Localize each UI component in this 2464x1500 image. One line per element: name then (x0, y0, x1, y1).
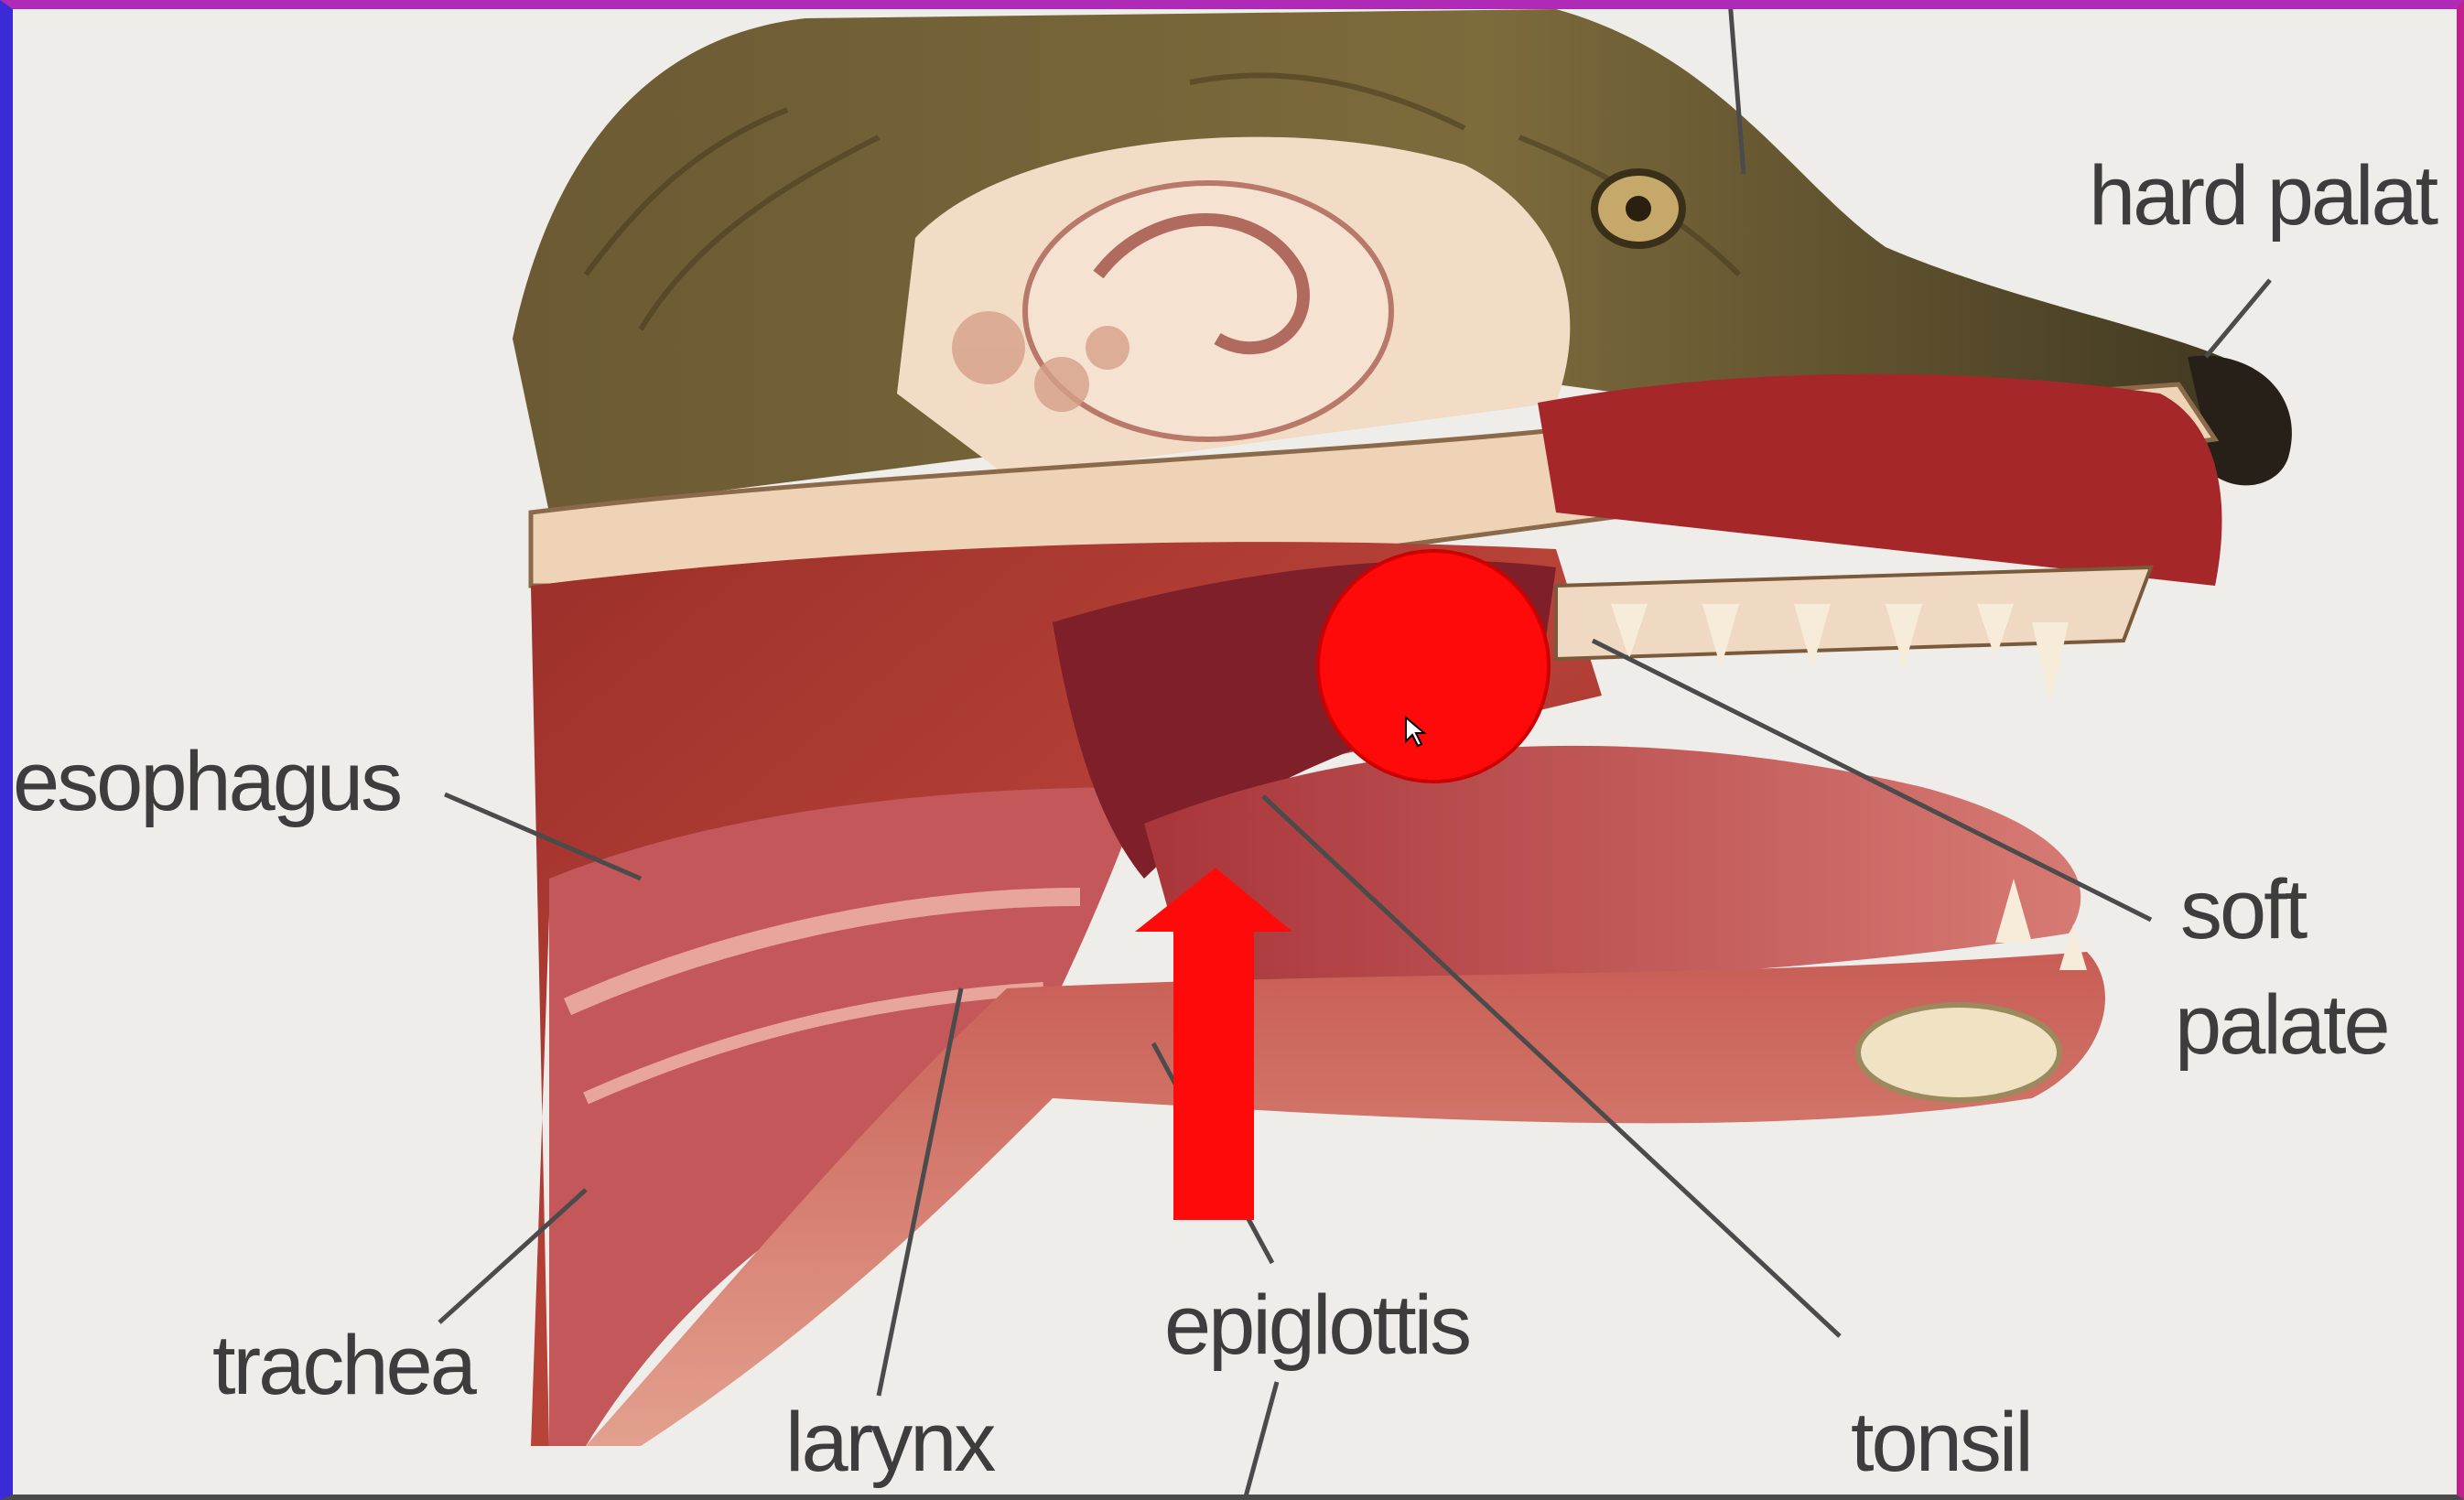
red-dot-marker (1318, 551, 1549, 782)
label-trachea: trachea (212, 1323, 474, 1408)
label-soft-palate-line1: soft (2180, 868, 2305, 952)
label-larynx: larynx (785, 1400, 993, 1484)
label-tonsil: tonsil (1851, 1400, 2031, 1484)
lower-jaw-bone-tip (1858, 1005, 2059, 1100)
label-hard-palate: hard palat (2089, 154, 2436, 238)
label-esophagus: esophagus (13, 739, 400, 824)
label-soft-palate-line2: palate (2175, 983, 2388, 1067)
label-epiglottis: epiglottis (1164, 1283, 1469, 1367)
